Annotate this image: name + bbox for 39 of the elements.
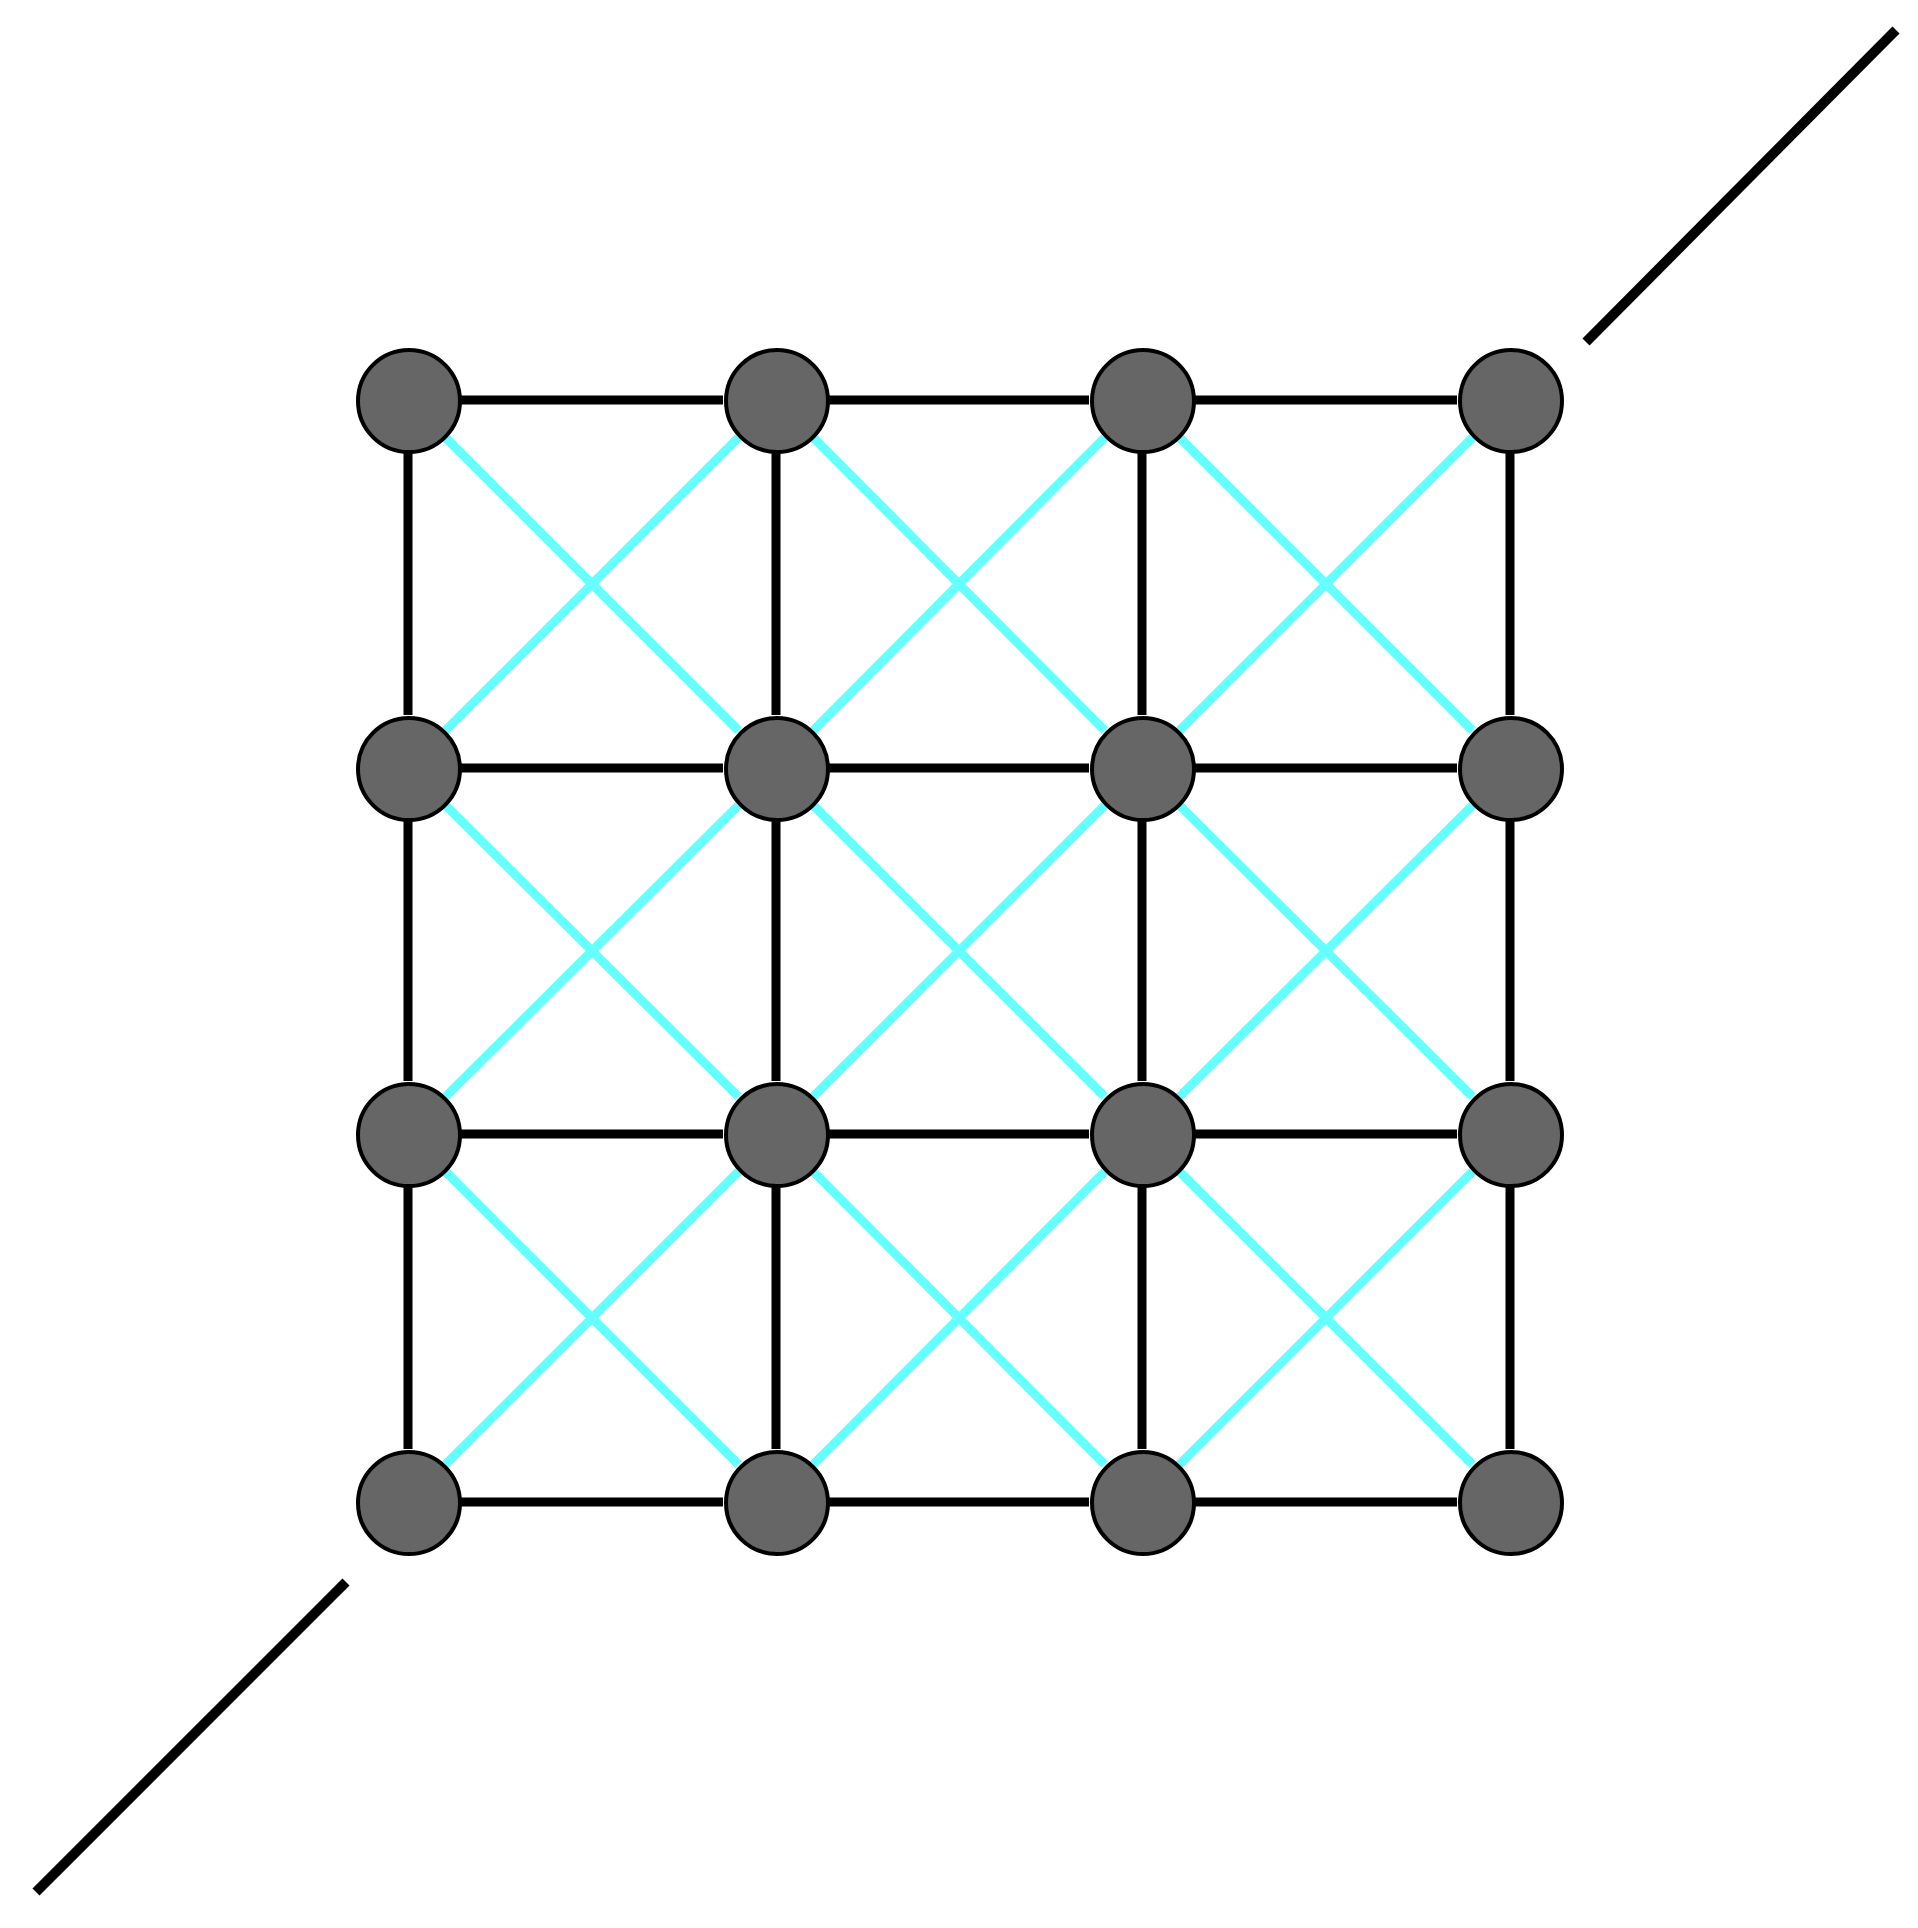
horizontal-connector-line xyxy=(1195,763,1457,773)
horizontal-connector-line xyxy=(829,1129,1089,1139)
node-circle xyxy=(1457,715,1563,821)
node-circle xyxy=(355,715,461,821)
node-circle xyxy=(723,1081,829,1187)
vertical-connector-line xyxy=(403,821,413,1081)
node-circle xyxy=(723,347,829,453)
vertical-connector-line xyxy=(1505,1187,1515,1449)
vertical-connector-line xyxy=(1137,453,1147,715)
node-circle xyxy=(1457,1449,1563,1555)
vertical-connector-line xyxy=(1137,1187,1147,1449)
vertical-connector-line xyxy=(1137,821,1147,1081)
node-circle xyxy=(723,715,829,821)
node-circle xyxy=(723,1449,829,1555)
node-circle xyxy=(1089,1081,1195,1187)
node-circle xyxy=(355,1081,461,1187)
vertical-connector-line xyxy=(771,1187,781,1449)
horizontal-connector-line xyxy=(461,1497,723,1507)
node-circle xyxy=(355,1449,461,1555)
horizontal-connector-line xyxy=(461,395,723,405)
horizontal-connector-line xyxy=(461,1129,723,1139)
horizontal-connector-line xyxy=(829,763,1089,773)
horizontal-connector-line xyxy=(829,395,1089,405)
horizontal-connector-line xyxy=(1195,1497,1457,1507)
node-circle xyxy=(1089,1449,1195,1555)
node-circle xyxy=(1089,715,1195,821)
vertical-connector-line xyxy=(403,453,413,715)
horizontal-connector-line xyxy=(1195,395,1457,405)
horizontal-connector-line xyxy=(1195,1129,1457,1139)
node-circle xyxy=(1089,347,1195,453)
vertical-connector-line xyxy=(771,821,781,1081)
vertical-connector-line xyxy=(1505,821,1515,1081)
vertical-connector-line xyxy=(771,453,781,715)
horizontal-connector-line xyxy=(461,763,723,773)
node-circle xyxy=(1457,347,1563,453)
node-circle xyxy=(1457,1081,1563,1187)
vertical-connector-line xyxy=(403,1187,413,1449)
vertical-connector-line xyxy=(1505,453,1515,715)
horizontal-connector-line xyxy=(829,1497,1089,1507)
